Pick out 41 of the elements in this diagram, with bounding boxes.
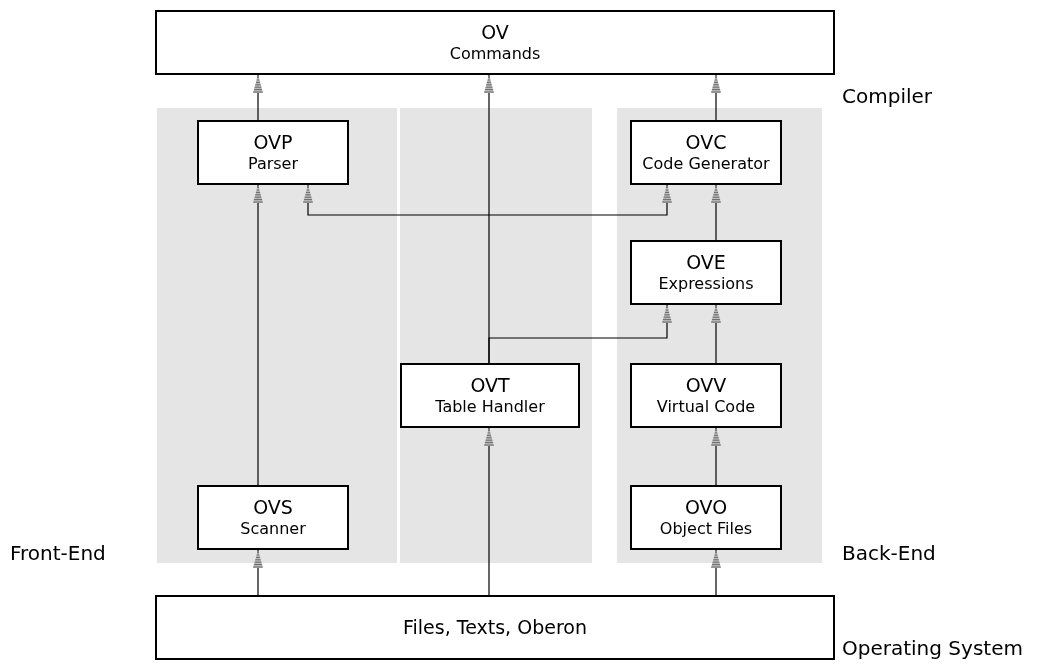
module-description: Code Generator — [642, 153, 770, 173]
arrow — [488, 304, 673, 364]
module-name: OVC — [685, 132, 727, 154]
module-description: Virtual Code — [656, 396, 756, 416]
module-description: Parser — [247, 153, 299, 173]
layer-label: Front-End — [10, 541, 106, 565]
arrow — [710, 74, 722, 121]
module-name: OVP — [253, 132, 293, 154]
module-name: OVS — [253, 497, 293, 519]
module-box — [630, 240, 782, 305]
module-name: Files, Texts, Oberon — [403, 616, 587, 639]
arrow — [710, 549, 722, 596]
layer-label: Back-End — [842, 541, 936, 565]
module-description: Scanner — [240, 518, 306, 538]
module-box — [630, 485, 782, 550]
module-box — [155, 10, 835, 75]
module-name: OVT — [470, 375, 510, 397]
arrow — [483, 427, 495, 596]
module-name: OVV — [685, 375, 727, 397]
arrow — [710, 427, 722, 486]
module-box — [630, 120, 782, 185]
module-name: OV — [481, 22, 509, 44]
module-box — [400, 363, 580, 428]
layer-label: Compiler — [842, 84, 933, 108]
arrow — [252, 549, 264, 596]
module-name: OVE — [686, 252, 726, 274]
module-box — [155, 595, 835, 660]
arrow — [252, 74, 264, 121]
layer-label: Operating System — [842, 636, 1023, 660]
module-box — [197, 485, 349, 550]
module-description: Table Handler — [435, 396, 545, 416]
module-box — [197, 120, 349, 185]
module-description: Commands — [449, 43, 541, 63]
module-name: OVO — [684, 497, 728, 519]
arrow — [710, 304, 722, 364]
arrow — [252, 184, 264, 486]
arrow — [302, 184, 673, 216]
module-box — [630, 363, 782, 428]
module-description: Object Files — [659, 518, 753, 538]
module-description: Expressions — [658, 273, 754, 293]
arrow — [710, 184, 722, 241]
